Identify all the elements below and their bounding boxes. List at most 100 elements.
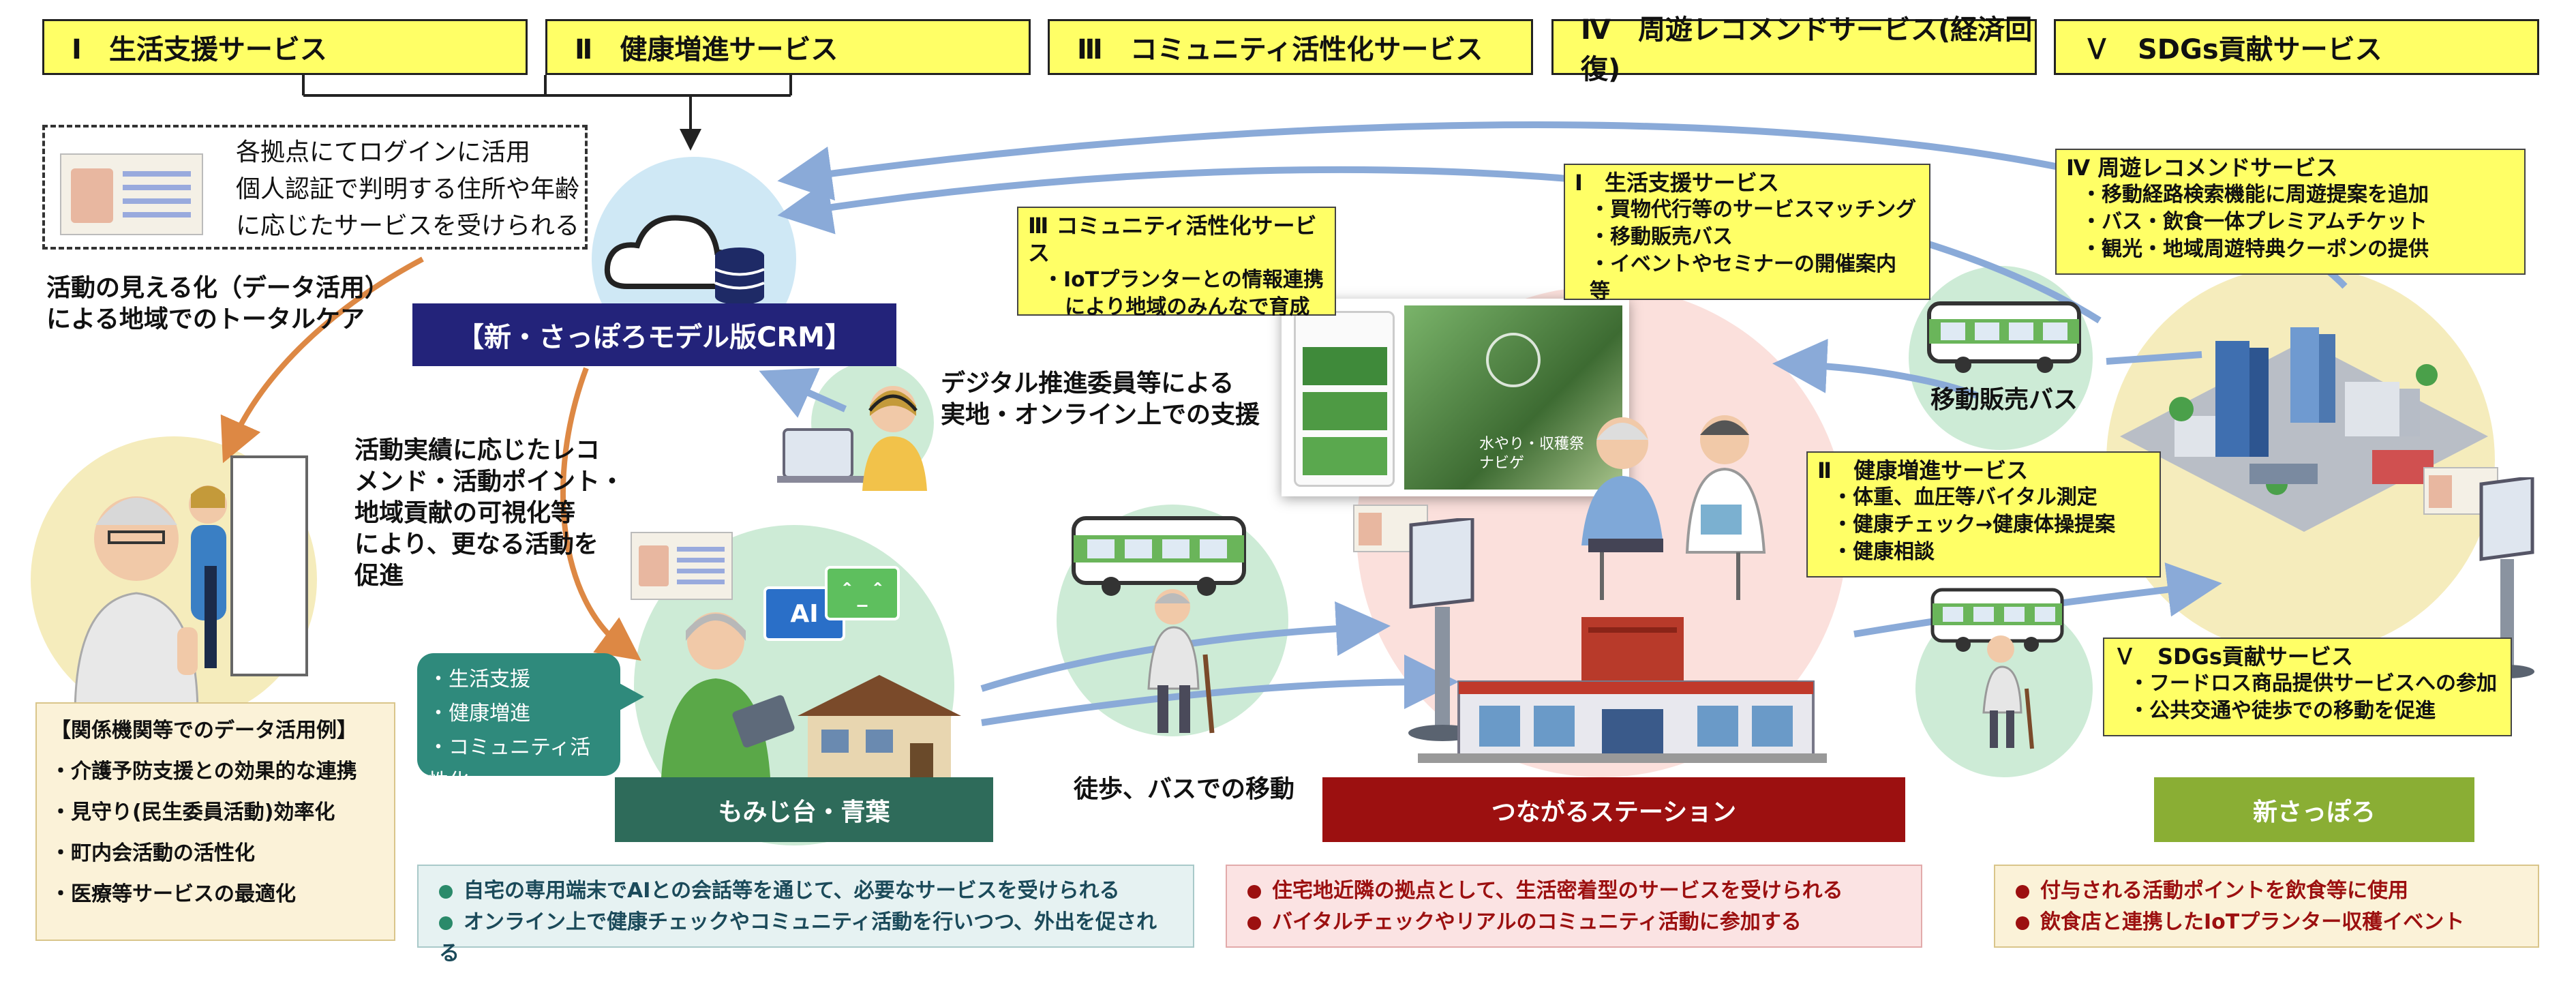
bullet-icon bbox=[439, 884, 453, 899]
isometric-city-illustration bbox=[2120, 327, 2488, 532]
service-bubble: ・生活支援 ・健康増進 ・コミュニティ活性化 bbox=[417, 653, 620, 794]
arrow-crm-to-elderly bbox=[220, 256, 424, 464]
life-support-service-box: Ⅰ 生活支援サービス ・買物代行等のサービスマッチング ・移動販売バス ・イベン… bbox=[1564, 164, 1930, 303]
id-card-icon bbox=[60, 153, 203, 235]
recommend-service-item-3: ・観光・地域周遊特典クーポンの提供 bbox=[2081, 237, 2429, 261]
arrow-crm-to-momiji bbox=[560, 367, 641, 661]
health-service-item-2: ・健康チェック→健康体操提案 bbox=[1832, 513, 2116, 537]
recommend-service-box: Ⅳ 周遊レコメンドサービス ・移動経路検索機能に周遊提案を追加 ・バス・飲食一体… bbox=[2055, 149, 2526, 275]
woman-with-tablet-illustration bbox=[661, 612, 795, 777]
note-text: オンライン上で健康チェックやコミュニティ活動を行いつつ、外出を促される bbox=[439, 910, 1157, 965]
garden-logo-mark bbox=[1486, 333, 1541, 387]
walking-elder-right-illustration bbox=[1982, 635, 2034, 749]
top-service-2: Ⅱ 健康増進サービス bbox=[545, 19, 1031, 75]
bus-icon-mobile-sales bbox=[1927, 301, 2081, 373]
bullet-icon bbox=[2016, 884, 2029, 899]
kiosk-terminal-station bbox=[1408, 518, 1476, 741]
note-text: 付与される活動ポイントを飲食等に使用 bbox=[2040, 879, 2408, 903]
phone-plant-image-3 bbox=[1303, 437, 1387, 475]
note-station: 住宅地近隣の拠点として、生活密着型のサービスを受けられる バイタルチェックやリア… bbox=[1226, 865, 1922, 948]
walk-bus-label: 徒歩、バスでの移動 bbox=[1074, 775, 1295, 803]
login-note-line-3: に応じたサービスを受けられる bbox=[236, 212, 580, 240]
sdgs-service-item-1: ・フードロス商品提供サービスへの参加 bbox=[2129, 672, 2497, 695]
bubble-item-3: ・コミュニティ活性化 bbox=[428, 736, 591, 794]
community-service-box: Ⅲ コミュニティ活性化サービス ・IoTプランターとの情報連携 により地域のみん… bbox=[1017, 207, 1336, 319]
top-service-4: Ⅳ 周遊レコメンドサービス(経済回復) bbox=[1551, 14, 2037, 85]
smile-chat-icon: ＾_＾ bbox=[825, 566, 900, 620]
id-lines bbox=[677, 547, 725, 552]
note-momijidai: 自宅の専用端末でAIとの会話等を通じて、必要なサービスを受けられる オンライン上… bbox=[417, 865, 1194, 965]
service-bracket bbox=[302, 75, 792, 151]
note-momijidai-item-1: 自宅の専用端末でAIとの会話等を通じて、必要なサービスを受けられる bbox=[439, 875, 1172, 907]
bullet-icon bbox=[1247, 884, 1261, 899]
data-usage-item-2: ・見守り(民生委員活動)効率化 bbox=[50, 800, 335, 824]
garden-photo: 水やり・収穫祭 ナビゲ bbox=[1404, 305, 1622, 490]
id-card-icon-momiji bbox=[631, 532, 733, 600]
area-label-station: つながるステーション bbox=[1322, 777, 1905, 842]
bullet-icon bbox=[439, 916, 453, 930]
data-usage-item-3: ・町内会活動の活性化 bbox=[50, 841, 255, 865]
health-service-title: Ⅱ 健康増進サービス bbox=[1817, 457, 2029, 483]
phone-plant-image-1 bbox=[1303, 347, 1387, 385]
top-service-3: Ⅲ コミュニティ活性化サービス bbox=[1048, 19, 1533, 75]
bubble-item-2: ・健康増進 bbox=[428, 702, 530, 725]
life-support-item-3: ・イベントやセミナーの開催案内 等 bbox=[1590, 252, 1896, 303]
bullet-icon bbox=[2016, 916, 2029, 930]
bus-icon-right bbox=[1930, 588, 2064, 652]
life-support-item-1: ・買物代行等のサービスマッチング bbox=[1590, 198, 1917, 222]
area-label-shinsapporo: 新さっぽろ bbox=[2154, 777, 2474, 842]
arrow-staff-to-crm bbox=[759, 368, 847, 418]
digital-support-line-2: 実地・オンライン上での支援 bbox=[941, 401, 1260, 429]
recommend-text: 活動実績に応じたレコ メンド・活動ポイント・ 地域貢献の可視化等 により、更なる… bbox=[354, 435, 624, 592]
bullet-icon bbox=[1247, 916, 1261, 930]
note-shinsapporo-item-1: 付与される活動ポイントを飲食等に使用 bbox=[2016, 875, 2517, 907]
data-usage-item-1: ・介護予防支援との効果的な連携 bbox=[50, 760, 357, 783]
bubble-item-1: ・生活支援 bbox=[428, 668, 530, 691]
app-screenshot-panel: 水やり・収穫祭 ナビゲ bbox=[1282, 299, 1629, 496]
health-service-item-1: ・体重、血圧等バイタル測定 bbox=[1832, 485, 2097, 509]
bubble-tail bbox=[617, 682, 644, 712]
garden-photo-caption: 水やり・収穫祭 ナビゲ bbox=[1479, 435, 1584, 473]
note-text: 飲食店と連携したIoTプランター収穫イベント bbox=[2040, 910, 2465, 934]
recommend-line-4: により、更なる活動を bbox=[354, 530, 598, 558]
recommend-service-item-1: ・移動経路検索機能に周遊提案を追加 bbox=[2081, 183, 2429, 207]
digital-support-line-1: デジタル推進委員等による bbox=[941, 370, 1234, 397]
login-note: 各拠点にてログインに活用 個人認証で判明する住所や年齢 に応じたサービスを受けら… bbox=[42, 125, 588, 250]
sdgs-service-box: Ｖ SDGs貢献サービス ・フードロス商品提供サービスへの参加 ・公共交通や徒歩… bbox=[2103, 638, 2512, 736]
login-note-line-1: 各拠点にてログインに活用 bbox=[236, 138, 531, 166]
health-service-box: Ⅱ 健康増進サービス ・体重、血圧等バイタル測定 ・健康チェック→健康体操提案 … bbox=[1806, 451, 2161, 578]
arrow-shinsapporo-to-mobilebus bbox=[2106, 351, 2202, 365]
note-text: 住宅地近隣の拠点として、生活密着型のサービスを受けられる bbox=[1272, 879, 1843, 903]
id-photo bbox=[639, 545, 669, 586]
id-photo bbox=[71, 168, 113, 223]
visualization-text: 活動の見える化（データ活用） による地域でのトータルケア bbox=[46, 273, 389, 335]
id-photo bbox=[2429, 475, 2452, 508]
arrow-shinsapporo-to-cloud-2 bbox=[777, 166, 2102, 324]
top-service-1: Ⅰ 生活支援サービス bbox=[42, 19, 528, 75]
note-momijidai-item-2: オンライン上で健康チェックやコミュニティ活動を行いつつ、外出を促される bbox=[439, 907, 1172, 970]
data-usage-title: 【関係機関等でのデータ活用例】 bbox=[50, 719, 357, 742]
crm-label: 【新・さっぽろモデル版CRM】 bbox=[412, 303, 896, 366]
visualization-line-2: による地域でのトータルケア bbox=[46, 305, 365, 333]
community-service-item-1: ・IoTプランターとの情報連携 bbox=[1043, 268, 1324, 292]
elderly-man-door-illustration bbox=[74, 455, 308, 716]
walking-elder-illustration bbox=[1147, 589, 1215, 734]
id-lines bbox=[123, 171, 191, 177]
health-service-item-3: ・健康相談 bbox=[1832, 540, 1935, 564]
data-usage-box: 【関係機関等でのデータ活用例】 ・介護予防支援との効果的な連携 ・見守り(民生委… bbox=[35, 702, 395, 941]
note-text: バイタルチェックやリアルのコミュニティ活動に参加する bbox=[1272, 910, 1802, 934]
bus-icon-left bbox=[1072, 516, 1246, 596]
recommend-service-title: Ⅳ 周遊レコメンドサービス bbox=[2066, 155, 2338, 181]
garden-caption-line-1: 水やり・収穫祭 bbox=[1479, 436, 1585, 453]
recommend-service-item-2: ・バス・飲食一体プレミアムチケット bbox=[2081, 210, 2427, 234]
mobile-bus-label: 移動販売バス bbox=[1930, 386, 2078, 414]
note-shinsapporo-item-2: 飲食店と連携したIoTプランター収穫イベント bbox=[2016, 907, 2517, 938]
area-label-momijidai: もみじ台・青葉 bbox=[615, 777, 993, 842]
phone-mockup bbox=[1294, 311, 1395, 487]
arrow-mobilebus-to-station bbox=[1772, 338, 1978, 399]
community-service-title: Ⅲ コミュニティ活性化サービス bbox=[1028, 213, 1317, 266]
sdgs-service-item-2: ・公共交通や徒歩での移動を促進 bbox=[2129, 699, 2436, 723]
note-text: 自宅の専用端末でAIとの会話等を通じて、必要なサービスを受けられる bbox=[464, 879, 1120, 903]
top-service-5: Ｖ SDGs貢献サービス bbox=[2054, 19, 2539, 75]
sdgs-service-title: Ｖ SDGs貢献サービス bbox=[2114, 644, 2353, 670]
